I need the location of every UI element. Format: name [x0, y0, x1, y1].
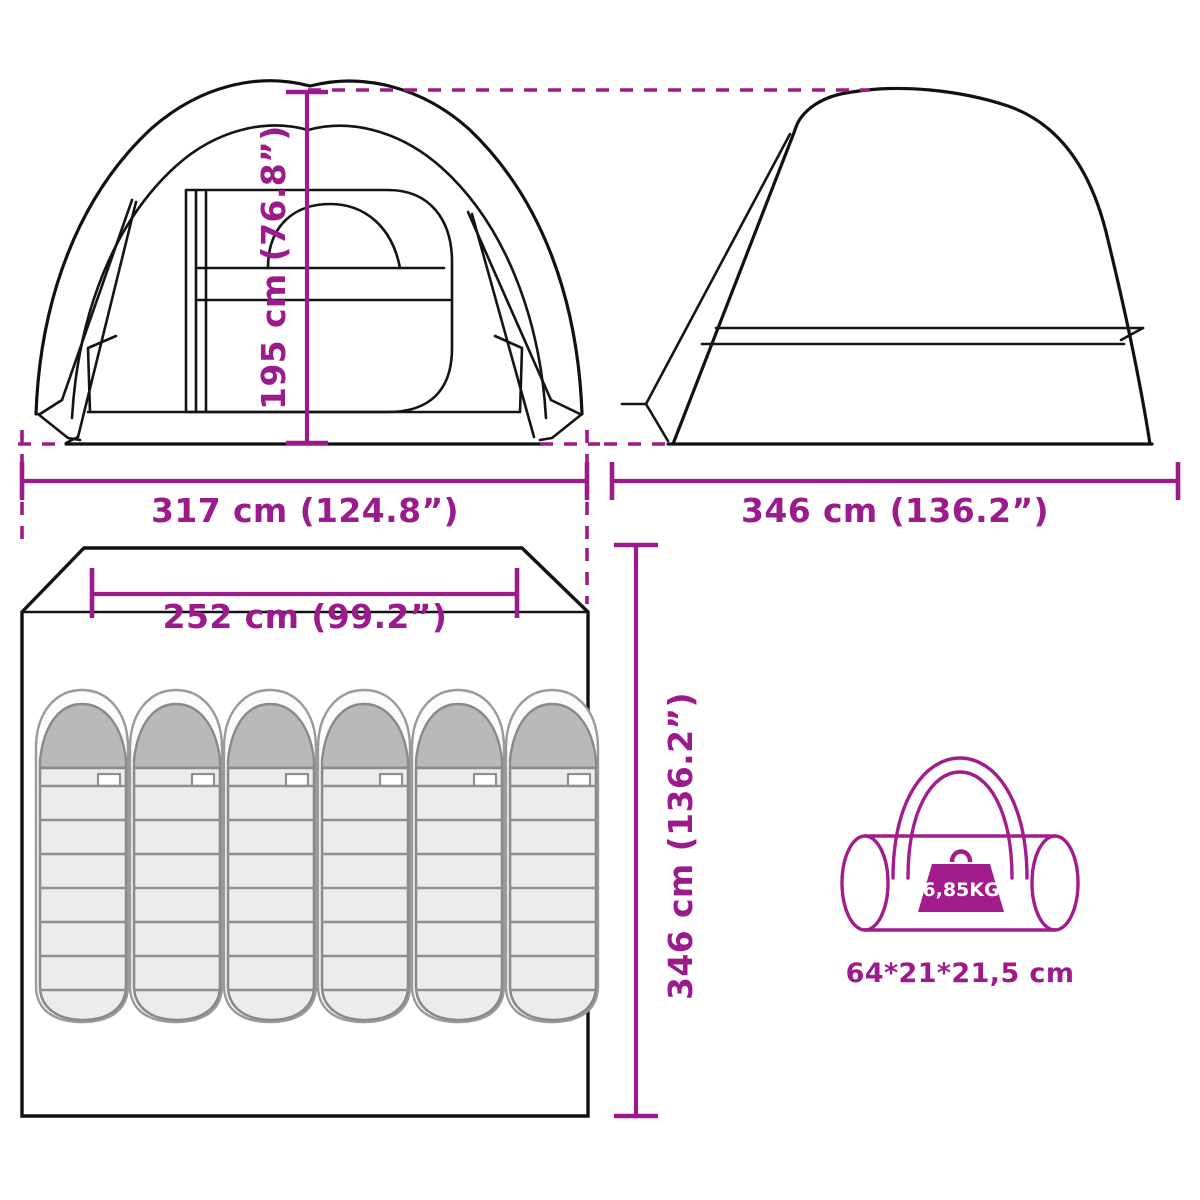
carry-bag-handle-inner	[906, 770, 1014, 880]
sleeping-bag	[34, 688, 130, 1024]
sleeping-bag	[504, 688, 600, 1024]
carry-bag-left-cap	[840, 834, 890, 932]
floor-depth-label: 346 cm (136.2”)	[661, 692, 700, 1000]
front-width-label: 317 cm (124.8”)	[151, 491, 459, 530]
front-right-pole-inner	[470, 212, 536, 439]
front-right-vestibule-fold	[549, 398, 582, 416]
side-upper-fold-step	[1119, 326, 1145, 342]
front-left-vestibule-fold	[38, 398, 64, 416]
front-left-base-diagonal	[64, 435, 80, 445]
carry-bag-size-label: 64*21*21,5 cm	[846, 958, 1075, 989]
weight-icon	[918, 864, 1004, 912]
front-right-pole	[466, 210, 553, 402]
front-left-pole	[60, 198, 134, 402]
sleeping-bag-group	[34, 688, 600, 1024]
side-left-wall	[671, 128, 797, 446]
side-canopy-outline	[793, 86, 1152, 446]
side-elevation-view	[620, 86, 1154, 446]
front-left-pole-inner	[76, 200, 138, 439]
floor-depth-dimension: 346 cm (136.2”)	[585, 542, 700, 1119]
sleeping-bag	[222, 688, 318, 1024]
carry-bag-handle-outer	[891, 756, 1029, 880]
sleeping-bag	[128, 688, 224, 1024]
side-width-label: 346 cm (136.2”)	[741, 491, 1049, 530]
front-width-dimension: 317 cm (124.8”)	[18, 430, 600, 540]
sleeping-bag	[316, 688, 412, 1024]
front-door-arch	[266, 202, 402, 270]
front-right-vestibule-edge	[538, 412, 584, 442]
weight-hook-icon	[949, 849, 973, 863]
front-left-panel-fold	[86, 334, 118, 414]
front-right-panel-fold	[493, 334, 524, 414]
side-left-vestibule-line	[644, 132, 792, 443]
carry-bag-view: 6,85KG 64*21*21,5 cm	[840, 756, 1080, 989]
floor-plan-view: 252 cm (99.2”)	[20, 546, 600, 1118]
front-left-vestibule-edge	[36, 412, 82, 442]
side-width-dimension: 346 cm (136.2”)	[604, 442, 1181, 530]
front-elevation-view: 195 cm (76.8”)	[34, 79, 584, 446]
floor-inner-width-label: 252 cm (99.2”)	[163, 597, 448, 636]
weight-label: 6,85KG	[922, 879, 999, 901]
sleeping-bag	[410, 688, 506, 1024]
front-height-label: 195 cm (76.8”)	[254, 125, 293, 410]
carry-bag-right-cap	[1030, 834, 1080, 932]
front-canopy-outline	[34, 79, 584, 416]
front-door-outline	[184, 188, 454, 414]
